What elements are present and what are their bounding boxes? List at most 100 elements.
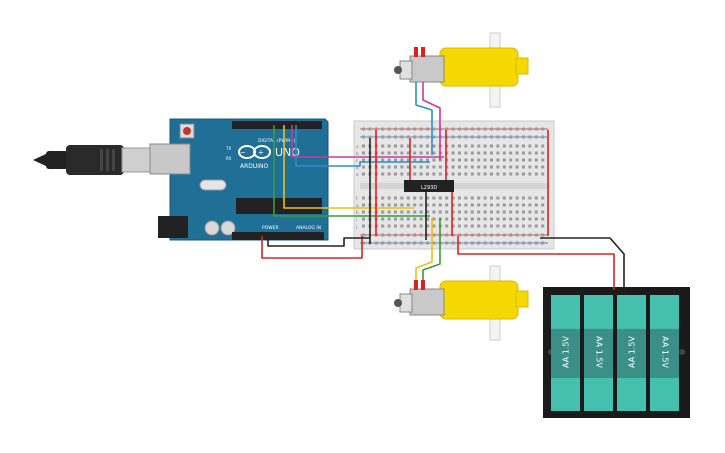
breadboard-hole (541, 217, 545, 221)
breadboard-hole (413, 196, 417, 200)
wire-green (422, 218, 441, 280)
breadboard-hole (515, 144, 519, 148)
breadboard-hole (509, 127, 513, 131)
breadboard-hole (477, 172, 481, 176)
breadboard-hole (534, 210, 538, 214)
breadboard-hole (528, 241, 532, 245)
wire-green (273, 125, 430, 217)
breadboard-hole (451, 241, 455, 245)
breadboard-hole (387, 224, 391, 228)
brand-label: ARDUINO (240, 163, 269, 170)
breadboard-hole (502, 144, 506, 148)
breadboard-hole (419, 144, 423, 148)
breadboard-hole (413, 135, 417, 139)
breadboard-hole (515, 203, 519, 207)
breadboard-hole (477, 158, 481, 162)
breadboard-hole (381, 224, 385, 228)
breadboard-hole (381, 233, 385, 237)
breadboard-hole (413, 210, 417, 214)
breadboard-hole (451, 233, 455, 237)
breadboard-hole (534, 127, 538, 131)
breadboard-hole (387, 210, 391, 214)
breadboard-hole (362, 224, 365, 228)
breadboard-hole (464, 127, 468, 131)
battery-cell: AA 1.5V (617, 295, 646, 411)
breadboard-hole (451, 127, 455, 131)
breadboard-hole (381, 165, 385, 169)
breadboard-hole (419, 165, 423, 169)
breadboard-hole (426, 165, 429, 169)
wire-red (457, 236, 615, 290)
breadboard-hole (502, 196, 506, 200)
breadboard-hole (426, 217, 429, 221)
breadboard-hole (426, 196, 429, 200)
breadboard-hole (406, 210, 410, 214)
breadboard-hole (502, 233, 506, 237)
breadboard-hole (445, 210, 449, 214)
breadboard-hole (470, 241, 474, 245)
breadboard-hole (387, 196, 391, 200)
breadboard-hole (483, 127, 487, 131)
breadboard-hole (470, 151, 474, 155)
breadboard-hole (387, 203, 391, 207)
digital-label: DIGITAL (PWM~) (258, 138, 296, 144)
row-letter: a (356, 144, 359, 149)
breadboard-hole (387, 135, 391, 139)
battery-cell: AA 1.5V (551, 295, 580, 411)
breadboard-hole (464, 241, 468, 245)
breadboard-hole (509, 210, 513, 214)
breadboard-hole (541, 165, 545, 169)
breadboard-hole (541, 127, 545, 131)
breadboard-hole (400, 135, 404, 139)
breadboard-hole (541, 203, 545, 207)
breadboard-hole (362, 217, 365, 221)
row-letter: h (356, 210, 359, 215)
breadboard-hole (502, 165, 506, 169)
breadboard-hole (400, 203, 404, 207)
breadboard-hole (362, 203, 365, 207)
row-letter: f (356, 196, 358, 201)
breadboard-hole (490, 151, 493, 155)
breadboard-hole (502, 151, 506, 155)
breadboard-hole (445, 224, 449, 228)
breadboard-hole (432, 172, 436, 176)
breadboard-hole (477, 233, 481, 237)
breadboard-hole (445, 241, 449, 245)
breadboard-hole (445, 127, 449, 131)
breadboard-hole (502, 224, 506, 228)
breadboard-hole (528, 165, 532, 169)
breadboard-hole (406, 127, 410, 131)
breadboard-hole (509, 158, 513, 162)
breadboard-hole (406, 241, 410, 245)
breadboard-hole (464, 135, 468, 139)
breadboard-hole (362, 144, 365, 148)
breadboard-hole (483, 241, 487, 245)
breadboard-hole (426, 135, 429, 139)
breadboard-hole (451, 172, 455, 176)
breadboard-hole (496, 241, 500, 245)
breadboard-hole (541, 196, 545, 200)
arduino-uno-board: − + UNO ARDUINO DIGITAL (PWM~) TX RX POW… (149, 118, 329, 241)
breadboard-hole (458, 203, 461, 207)
breadboard-hole (496, 127, 500, 131)
breadboard-hole (490, 172, 493, 176)
breadboard-hole (381, 203, 385, 207)
breadboard-hole (419, 158, 423, 162)
breadboard-hole (432, 127, 436, 131)
breadboard-hole (381, 241, 385, 245)
breadboard-hole (413, 172, 417, 176)
breadboard-hole (528, 217, 532, 221)
breadboard-hole (432, 196, 436, 200)
breadboard-hole (477, 241, 481, 245)
breadboard-hole (496, 165, 500, 169)
breadboard-hole (477, 224, 481, 228)
breadboard-hole (496, 144, 500, 148)
breadboard-hole (541, 151, 545, 155)
breadboard-hole (458, 217, 461, 221)
breadboard-hole (515, 210, 519, 214)
breadboard-hole (477, 210, 481, 214)
breadboard-hole (490, 158, 493, 162)
breadboard-hole (400, 127, 404, 131)
breadboard-hole (362, 165, 365, 169)
